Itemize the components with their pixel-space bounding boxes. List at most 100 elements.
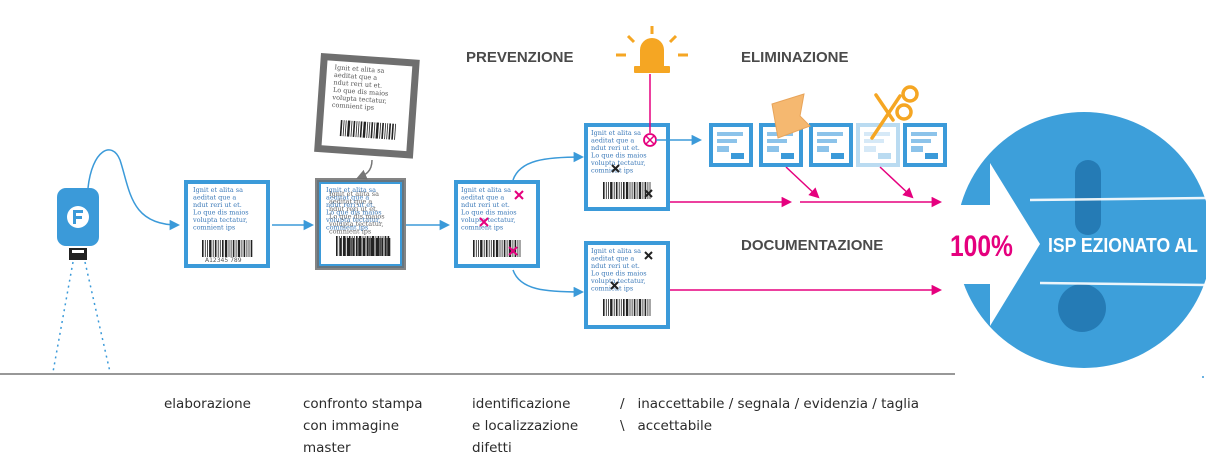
barcode-bar — [649, 299, 651, 316]
doc-text-line: aeditat que a — [329, 198, 372, 206]
doc-text-line: Lo que dis maios — [326, 209, 382, 217]
barcode-bar — [473, 240, 475, 257]
barcode-bar — [478, 240, 479, 257]
result-badge: 100% ISP EZIONATO AL — [945, 112, 1206, 368]
barcode-bar — [384, 236, 387, 256]
rejected-mark: / — [620, 396, 625, 412]
barcode-bar — [647, 299, 649, 316]
barcode-bar — [384, 238, 386, 256]
barcode-bar — [373, 238, 375, 256]
barcode-bar — [360, 238, 362, 256]
barcode-bar — [629, 299, 631, 316]
barcode-bar — [340, 238, 342, 256]
barcode-bar — [222, 240, 224, 257]
doc-text-line: aeditat que a — [193, 194, 236, 202]
baseline-dot — [1202, 376, 1204, 378]
barcode-bar — [202, 240, 204, 257]
barcode-bar — [359, 121, 363, 138]
barcode-bar — [357, 121, 360, 138]
doc-text-line: volupta tectatur, — [590, 277, 645, 285]
barcode-bar — [366, 121, 369, 138]
doc-text-line: ndut reri ut et. — [591, 144, 640, 152]
exclamation-dot — [1058, 284, 1106, 332]
barcode-bar — [488, 240, 490, 257]
barcode-bar — [631, 182, 633, 199]
barcode-bar — [346, 120, 351, 137]
heading-documentation: DOCUMENTAZIONE — [741, 237, 883, 254]
step-compare: confronto stampa con immagine master — [303, 396, 423, 456]
doc-text-line: Ignit et alita sa — [591, 129, 641, 137]
barcode-bar — [350, 238, 352, 256]
barcode-bar — [348, 236, 351, 256]
doc-text-line: Ignit et alita sa — [329, 190, 379, 198]
doc-text-line: Ignit et alita sa — [193, 186, 243, 194]
barcode-bar — [384, 123, 387, 140]
barcode-bar — [608, 299, 609, 316]
barcode-bar — [610, 299, 613, 316]
barcode-bar — [339, 120, 343, 137]
exclamation-bar — [1075, 160, 1101, 235]
barcode-bar — [379, 238, 381, 256]
doc-text-line: aeditat que a — [591, 137, 634, 145]
barcode-bar — [603, 182, 605, 199]
step-identify: identificazione e localizzazione difetti — [472, 396, 579, 456]
web-strip — [709, 123, 947, 167]
doc-text-line: aeditat que a — [461, 194, 504, 202]
barcode-bar — [351, 236, 353, 256]
barcode-bar — [357, 238, 359, 256]
barcode-bar — [248, 240, 250, 257]
heading-prevention: PREVENZIONE — [466, 49, 574, 66]
barcode-bar — [207, 240, 208, 257]
step-outcomes: / inaccettabile / segnala / evidenzia / … — [620, 393, 919, 437]
camera-icon — [52, 188, 111, 373]
doc-text-line: Lo que dis maios — [591, 152, 647, 160]
barcode-bar — [495, 240, 499, 257]
doc-text-line: volupta tectatur, — [328, 220, 383, 228]
barcode-bar — [615, 299, 618, 316]
barcode-bar — [638, 299, 642, 316]
doc-text-line: Lo que dis maios — [591, 270, 647, 278]
barcode-bar — [605, 299, 607, 316]
barcode-bar — [366, 238, 368, 256]
doc-text-line: ndut reri ut et. — [193, 201, 242, 209]
master-arrow — [356, 159, 373, 180]
barcode-bar — [620, 182, 622, 199]
barcode-bar — [480, 240, 483, 257]
barcode-bar — [209, 240, 212, 257]
barcode-bar — [493, 240, 495, 257]
defect-x-icon — [610, 251, 653, 290]
barcode-bar — [228, 240, 230, 257]
barcode-bar — [219, 240, 221, 257]
doc-text-line: Lo que dis maios — [329, 213, 385, 221]
doc-text-line: ndut reri ut et. — [329, 205, 378, 213]
barcode-bar — [386, 123, 389, 140]
barcode-bar — [485, 240, 488, 257]
barcode-bar — [362, 238, 366, 256]
barcode-bar — [380, 236, 382, 256]
barcode-bar — [338, 236, 340, 256]
barcode-bar — [388, 238, 391, 256]
svg-text:A12345 789: A12345 789 — [205, 257, 242, 264]
barcode-bar — [352, 238, 355, 256]
barcode-bar — [204, 240, 206, 257]
barcode-bar — [362, 121, 367, 138]
doc-text-line: Ignit et alita sa — [326, 186, 376, 194]
doc-text-line: comnient ips — [326, 224, 368, 232]
barcode-bar — [620, 299, 622, 316]
barcode-bar — [368, 122, 371, 139]
barcode-bar — [347, 238, 350, 256]
doc-text-line: comnient ips — [329, 228, 371, 236]
mini-document — [709, 123, 753, 167]
barcode-bar — [387, 236, 390, 256]
barcode-bar — [631, 299, 633, 316]
badge-text: ISP EZIONATO AL — [1048, 234, 1198, 256]
barcode-bar — [490, 240, 492, 257]
tape-icon — [771, 93, 811, 139]
barcode-bar — [605, 182, 607, 199]
